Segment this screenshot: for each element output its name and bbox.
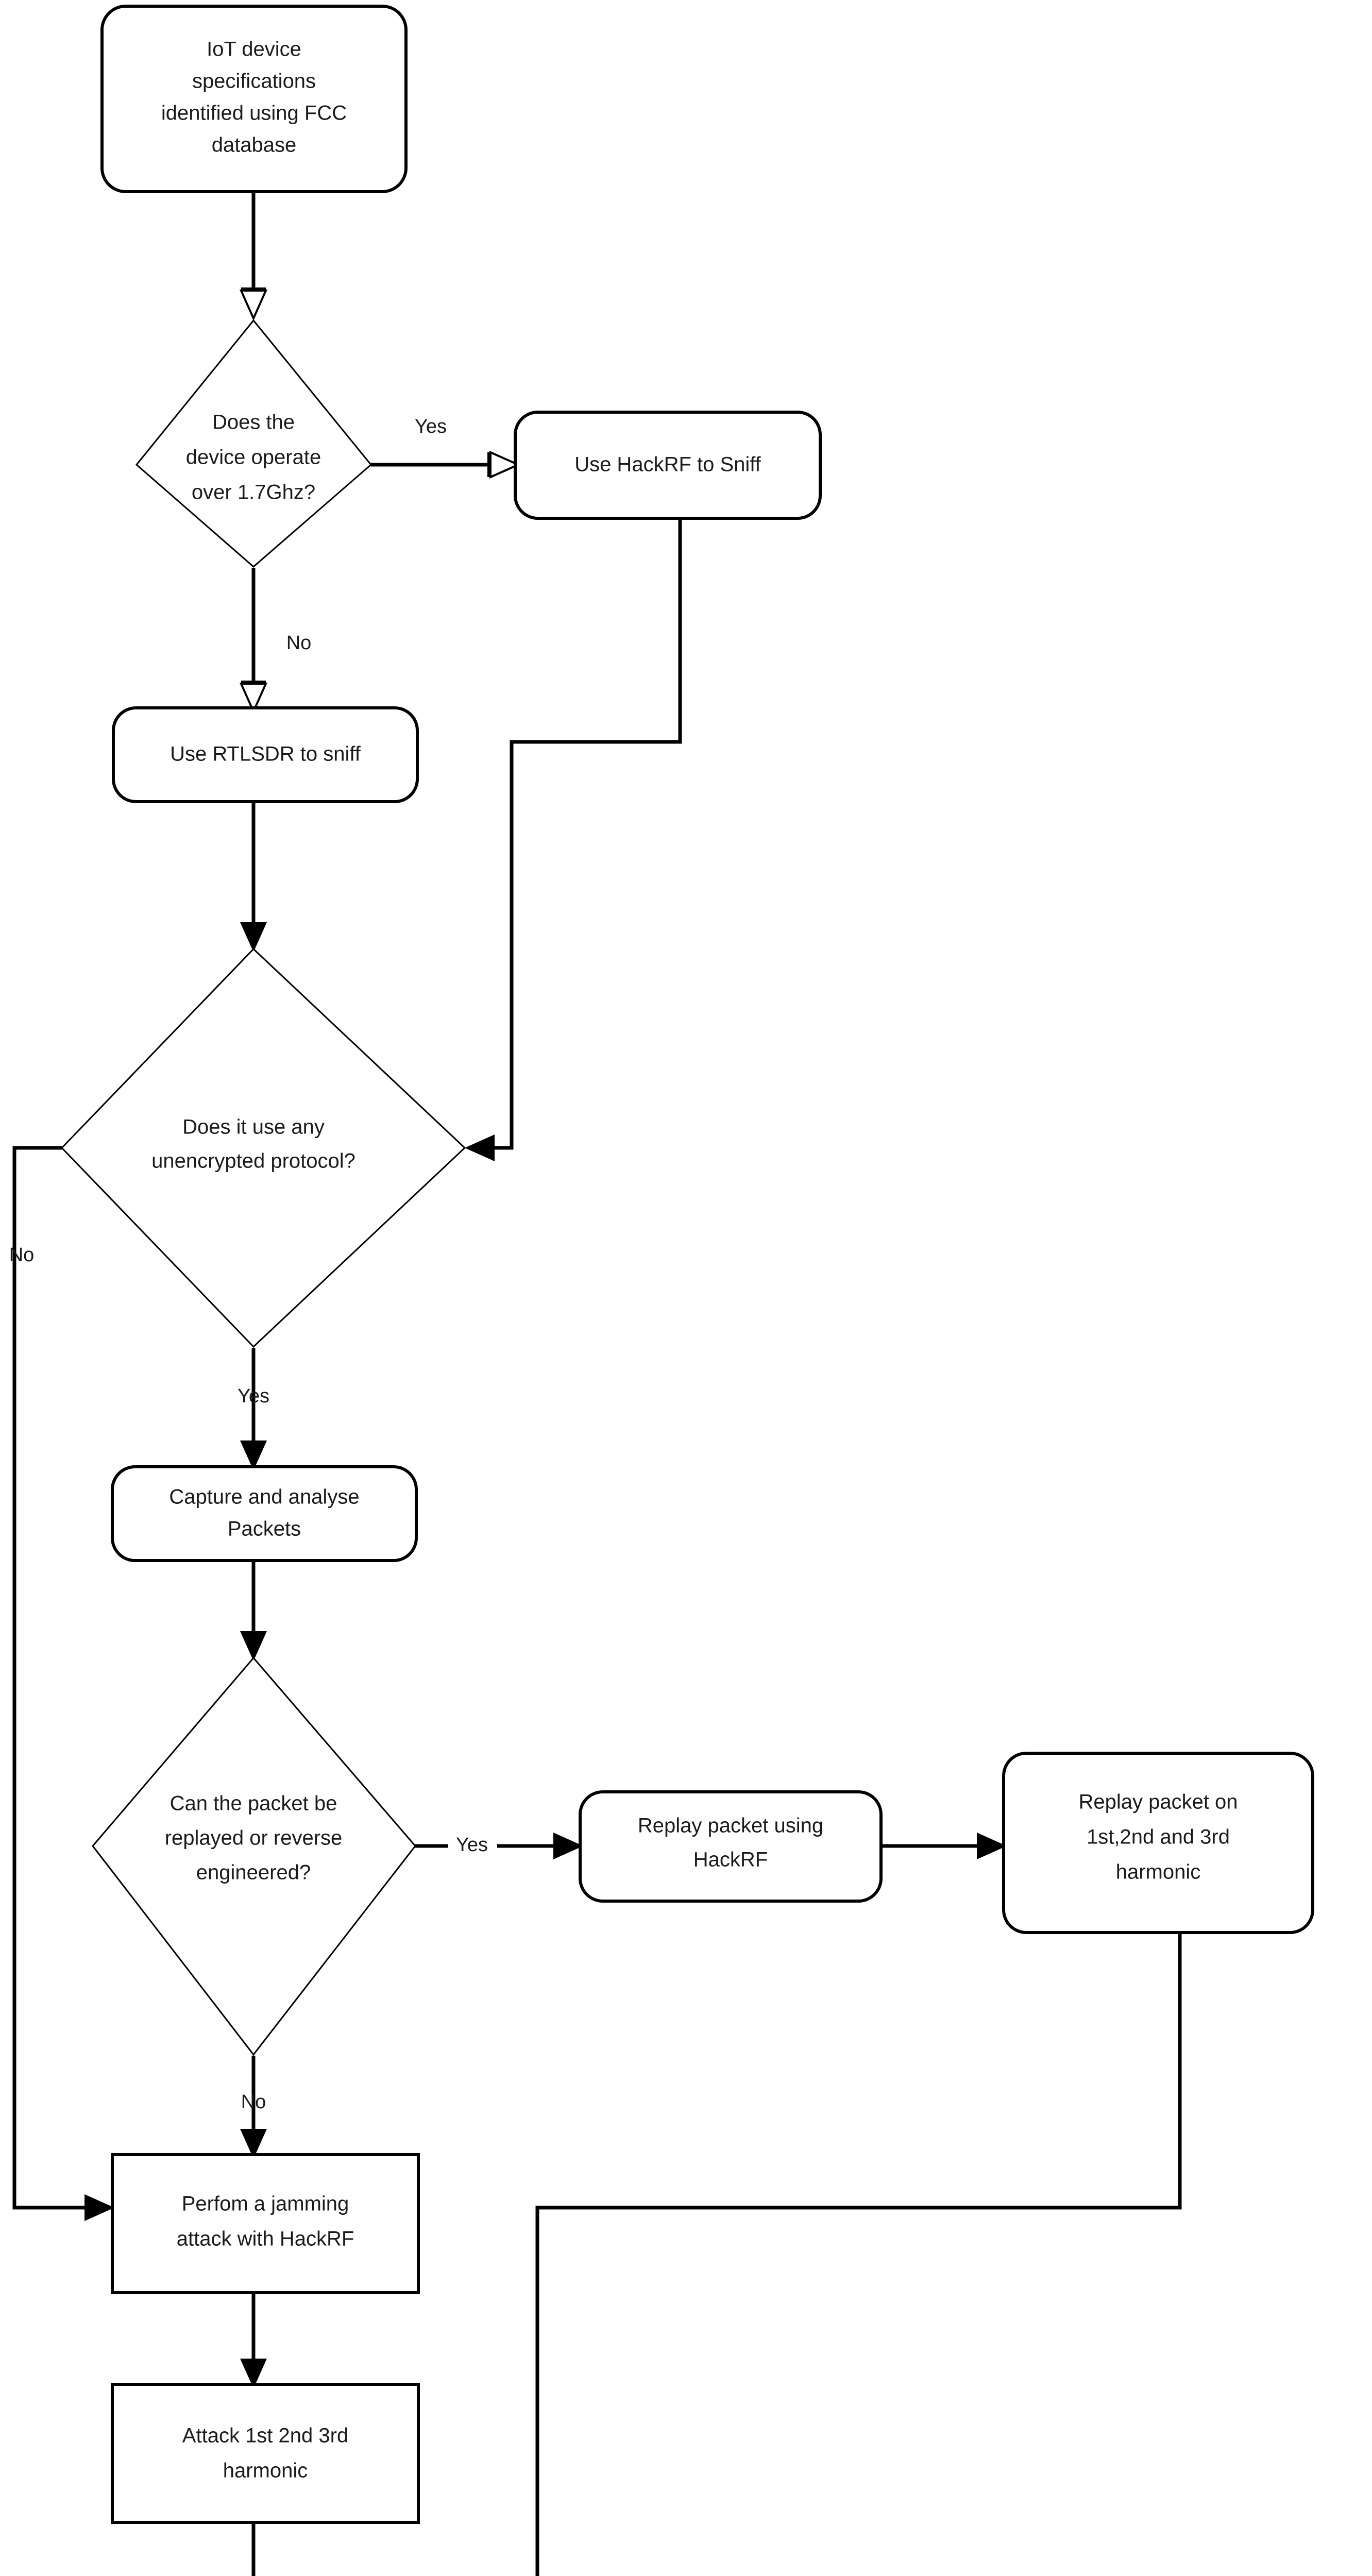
edge-label-unencrypted-yes: Yes: [238, 1385, 269, 1407]
node-capture-analyse-packets-line-1: Packets: [228, 1518, 301, 1540]
edge-replay-no: No: [240, 2056, 267, 2159]
node-decision-unencrypted[interactable]: Does it use any unencrypted protocol?: [60, 947, 466, 1348]
node-perform-jamming-attack[interactable]: Perfom a jamming attack with HackRF: [111, 2153, 420, 2294]
node-decision-replay[interactable]: Can the packet be replayed or reverse en…: [92, 1656, 416, 2056]
edge-attack-harmonic-to-analyse: [251, 2522, 256, 2576]
node-use-rtlsdr-sniff[interactable]: Use RTLSDR to sniff: [112, 706, 419, 803]
edge-harmonic-to-analyse: [535, 1932, 1182, 2576]
node-start-line-0: IoT device: [207, 38, 301, 61]
edge-capture-to-replay: [240, 1560, 267, 1661]
node-attack-harmonic[interactable]: Attack 1st 2nd 3rd harmonic: [111, 2383, 420, 2524]
edge-frequency-no: No: [240, 568, 312, 713]
node-use-hackrf-sniff-line-0: Use HackRF to Sniff: [574, 453, 761, 476]
node-replay-packet-harmonic-line-0: Replay packet on: [1078, 1791, 1238, 1814]
node-start[interactable]: IoT device specifications identified usi…: [100, 5, 408, 193]
node-perform-jamming-attack-line-0: Perfom a jamming: [182, 2193, 349, 2215]
edge-frequency-yes: Yes: [371, 416, 519, 478]
node-decision-frequency-line-1: device operate: [186, 446, 321, 469]
edge-label-frequency-yes: Yes: [415, 416, 447, 437]
node-capture-analyse-packets[interactable]: Capture and analyse Packets: [111, 1465, 418, 1562]
node-start-line-3: database: [212, 134, 297, 157]
node-attack-harmonic-line-1: harmonic: [223, 2460, 308, 2482]
node-decision-frequency-line-2: over 1.7Ghz?: [192, 481, 315, 504]
edge-jamming-to-attack-harmonic: [240, 2293, 267, 2388]
node-attack-harmonic-line-0: Attack 1st 2nd 3rd: [182, 2425, 348, 2447]
edge-rtlsdr-to-unencrypted: [240, 802, 267, 952]
node-replay-packet-hackrf[interactable]: Replay packet using HackRF: [579, 1790, 883, 1903]
node-decision-unencrypted-line-0: Does it use any: [182, 1116, 325, 1139]
node-replay-packet-harmonic-line-1: 1st,2nd and 3rd: [1087, 1826, 1230, 1849]
edge-label-replay-yes: Yes: [456, 1834, 488, 1856]
node-perform-jamming-attack-line-1: attack with HackRF: [177, 2228, 354, 2250]
edge-label-unencrypted-no: No: [9, 1244, 35, 1266]
edge-unencrypted-yes: Yes: [238, 1348, 269, 1470]
node-start-line-2: identified using FCC: [161, 102, 347, 125]
node-decision-replay-line-0: Can the packet be: [170, 1792, 337, 1815]
node-decision-replay-line-2: engineered?: [196, 1861, 311, 1884]
node-replay-packet-harmonic-line-2: harmonic: [1116, 1861, 1201, 1884]
edge-unencrypted-no: No: [9, 1146, 114, 2221]
node-use-rtlsdr-sniff-line-0: Use RTLSDR to sniff: [170, 743, 361, 766]
node-decision-unencrypted-line-1: unencrypted protocol?: [151, 1150, 355, 1173]
node-replay-packet-hackrf-line-0: Replay packet using: [638, 1815, 823, 1837]
node-start-line-1: specifications: [192, 70, 316, 93]
node-decision-frequency-line-0: Does the: [212, 411, 295, 434]
node-decision-frequency[interactable]: Does the device operate over 1.7Ghz?: [135, 319, 372, 568]
edge-label-replay-no: No: [241, 2091, 266, 2113]
edge-label-frequency-no: No: [286, 632, 312, 654]
node-replay-packet-hackrf-line-1: HackRF: [693, 1849, 768, 1871]
node-replay-packet-harmonic[interactable]: Replay packet on 1st,2nd and 3rd harmoni…: [1002, 1752, 1314, 1934]
node-decision-replay-line-1: replayed or reverse: [165, 1827, 343, 1850]
edge-replay-hackrf-to-harmonic: [881, 1833, 1007, 1859]
node-capture-analyse-packets-line-0: Capture and analyse: [169, 1486, 359, 1509]
node-use-hackrf-sniff[interactable]: Use HackRF to Sniff: [514, 411, 822, 520]
edge-replay-yes: Yes: [415, 1833, 583, 1859]
edge-hackrf-to-unencrypted: [465, 519, 682, 1161]
edge-start-to-frequency: [240, 192, 267, 319]
